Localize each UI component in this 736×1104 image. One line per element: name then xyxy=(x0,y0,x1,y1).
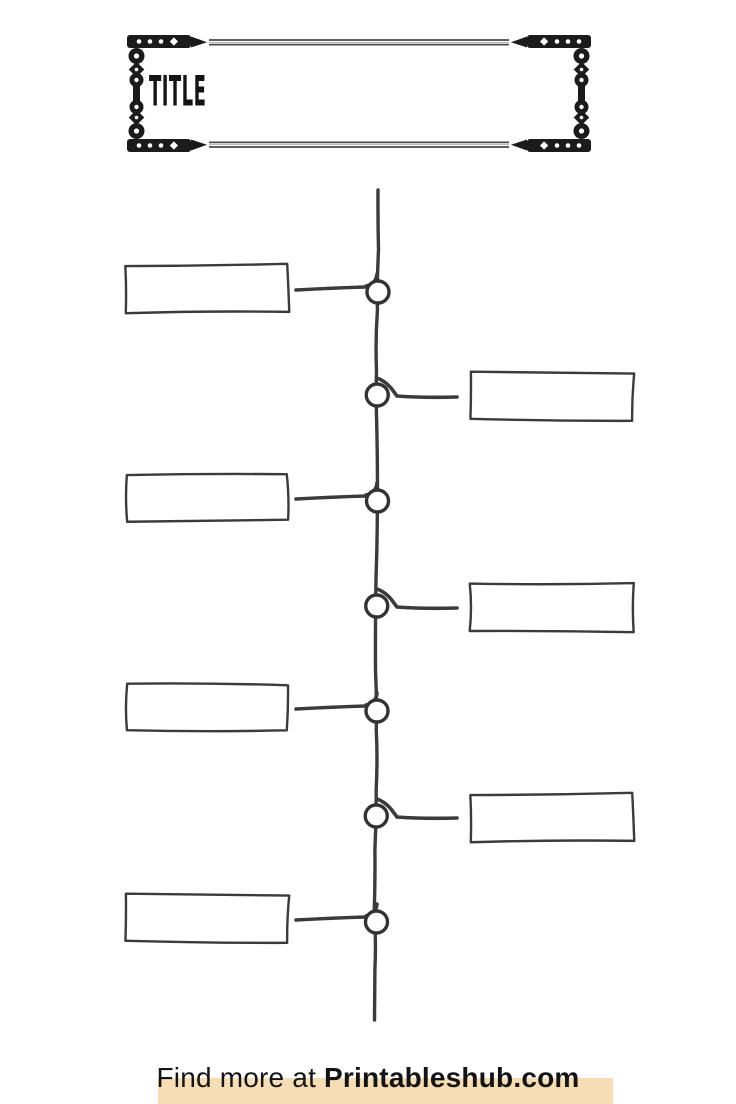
timeline-entry-box[interactable] xyxy=(124,472,290,523)
page-title: TITLE xyxy=(149,66,207,116)
timeline-connector xyxy=(294,272,379,292)
timeline-node-circle xyxy=(363,909,390,935)
footer-highlight xyxy=(158,1078,613,1104)
timeline-entry-box[interactable] xyxy=(124,682,290,733)
footer-prefix: Find more at xyxy=(156,1062,325,1093)
timeline-node-circle xyxy=(363,803,389,829)
timeline-entry-box[interactable] xyxy=(468,581,635,634)
timeline-node-circle xyxy=(364,698,390,724)
timeline-connector xyxy=(294,691,379,711)
title-frame: TITLE xyxy=(127,35,591,152)
timeline-node-circle xyxy=(364,488,391,514)
timeline-connector xyxy=(375,587,459,611)
timeline-entry-box[interactable] xyxy=(124,262,291,315)
footer-text: Find more at Printableshub.com xyxy=(0,1062,736,1094)
timeline-axis xyxy=(372,188,381,1022)
timeline-entry-box[interactable] xyxy=(469,370,636,423)
timeline-connector xyxy=(375,376,459,400)
timeline-node-circle xyxy=(364,593,390,619)
timeline-connector xyxy=(294,481,379,501)
timeline-node-circle xyxy=(364,382,390,408)
footer-brand: Printableshub.com xyxy=(324,1062,580,1093)
timeline-connector xyxy=(375,797,459,821)
ornamental-border xyxy=(127,35,591,152)
timeline-entry-box[interactable] xyxy=(124,892,291,945)
timeline-entry-box[interactable] xyxy=(469,791,636,844)
timeline-node-circle xyxy=(365,279,391,305)
